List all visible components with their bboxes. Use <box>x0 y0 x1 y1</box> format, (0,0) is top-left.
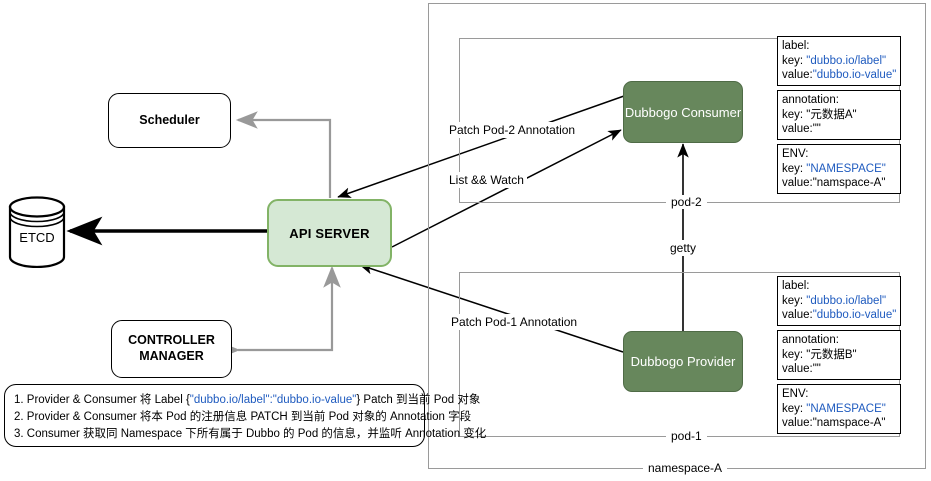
scheduler-label: Scheduler <box>139 112 200 127</box>
edge-label-getty: getty <box>667 240 700 256</box>
pod-2-env-title: ENV: <box>782 148 809 160</box>
pod-1-env-key: key: "NAMESPACE" <box>782 402 886 415</box>
edge-label-list-watch: List && Watch <box>446 172 527 188</box>
controller-manager-box[interactable]: CONTROLLER MANAGER <box>111 320 232 378</box>
api-server-label: API SERVER <box>289 225 370 241</box>
pod-1-container-label: pod-1 <box>666 429 707 443</box>
etcd-cylinder[interactable]: ETCD <box>8 196 66 269</box>
pod-2-env-infobox: ENV: key: "NAMESPACE" value:"namspace-A" <box>777 144 901 194</box>
pod-1-env-infobox: ENV: key: "NAMESPACE" value:"namspace-A" <box>777 384 901 434</box>
dubbogo-provider-label: Dubbogo Provider <box>630 354 736 369</box>
api-server-box[interactable]: API SERVER <box>267 199 392 267</box>
etcd-cylinder-shape <box>8 196 66 269</box>
pod-2-env-value: value:"namspace-A" <box>782 177 886 190</box>
pod-2-label-infobox: label: key: "dubbo.io/label" value:"dubb… <box>777 36 901 86</box>
pod-1-label-value: value:"dubbo.io-value" <box>782 309 897 322</box>
scheduler-box[interactable]: Scheduler <box>108 93 231 148</box>
edge-label-patch-pod2: Patch Pod-2 Annotation <box>446 122 579 138</box>
pod-2-annotation-title: annotation: <box>782 94 839 106</box>
pod-2-annotation-infobox: annotation: key: "元数据A" value:"" <box>777 90 901 140</box>
pod-2-annotation-value: value:"" <box>782 123 821 136</box>
pod-2-label-key: key: "dubbo.io/label" <box>782 54 887 67</box>
pod-2-container-label: pod-2 <box>666 195 707 209</box>
pod-1-env-title: ENV: <box>782 388 809 400</box>
legend-item: 3. Consumer 获取同 Namespace 下所有属于 Dubbo 的 … <box>14 428 487 441</box>
legend-item: 2. Provider & Consumer 将本 Pod 的注册信息 PATC… <box>14 411 472 424</box>
pod-2-label-title: label: <box>782 40 810 52</box>
pod-2-label-value: value:"dubbo.io-value" <box>782 69 897 82</box>
pod-1-label-title: label: <box>782 280 810 292</box>
pod-1-annotation-title: annotation: <box>782 334 839 346</box>
pod-2-env-key: key: "NAMESPACE" <box>782 162 886 175</box>
pod-2-annotation-key: key: "元数据A" <box>782 108 857 121</box>
namespace-container-label: namespace-A <box>643 461 728 475</box>
edge-label-patch-pod1: Patch Pod-1 Annotation <box>448 314 581 330</box>
etcd-label: ETCD <box>19 229 55 245</box>
pod-1-annotation-infobox: annotation: key: "元数据B" value:"" <box>777 330 901 380</box>
pod-1-env-value: value:"namspace-A" <box>782 417 886 430</box>
dubbogo-provider-box[interactable]: Dubbogo Provider <box>623 331 743 392</box>
dubbogo-consumer-box[interactable]: Dubbogo Consumer <box>623 81 743 143</box>
controller-manager-label: CONTROLLER MANAGER <box>128 333 215 363</box>
legend-box: 1. Provider & Consumer 将 Label {"dubbo.i… <box>4 384 487 447</box>
pod-1-label-key: key: "dubbo.io/label" <box>782 294 887 307</box>
pod-1-annotation-value: value:"" <box>782 363 821 376</box>
pod-1-label-infobox: label: key: "dubbo.io/label" value:"dubb… <box>777 276 901 326</box>
dubbogo-consumer-label: Dubbogo Consumer <box>624 104 742 120</box>
edge-apiserver-to-scheduler <box>235 111 332 198</box>
pod-1-annotation-key: key: "元数据B" <box>782 348 857 361</box>
legend-item: 1. Provider & Consumer 将 Label {"dubbo.i… <box>14 394 481 406</box>
edge-apiserver-controllermanager <box>218 265 341 359</box>
